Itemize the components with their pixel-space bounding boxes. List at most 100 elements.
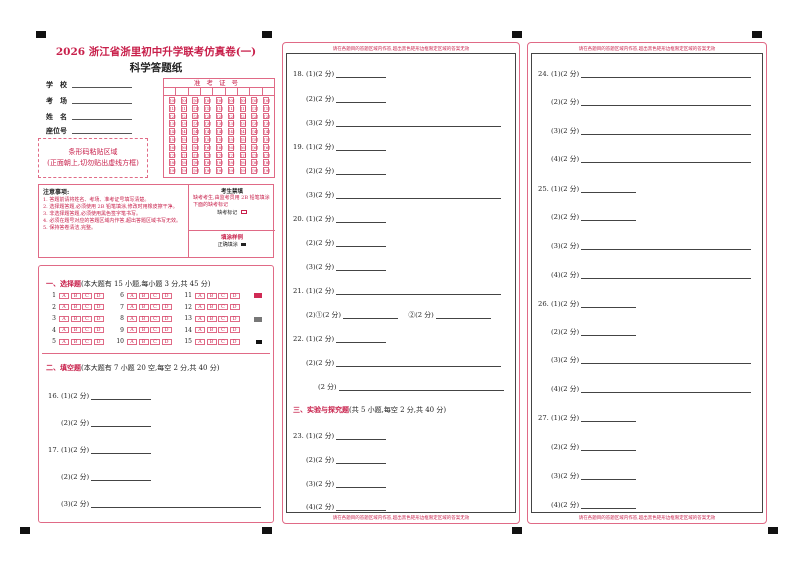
digit-bubble[interactable]: [4] [239,128,247,135]
answer-line[interactable] [336,337,387,343]
mc-option-bubble[interactable]: B [206,315,217,322]
mc-option-bubble[interactable]: C [218,338,228,345]
mc-option-bubble[interactable]: C [218,327,228,333]
mc-option-bubble[interactable]: A [59,304,69,310]
digit-bubble[interactable]: [9] [192,167,200,174]
digit-bubble[interactable]: [7] [239,151,247,159]
digit-bubble[interactable]: [6] [204,143,211,151]
answer-line[interactable] [336,482,387,488]
digit-bubble[interactable]: [8] [216,159,223,167]
mc-option-bubble[interactable]: C [82,304,92,310]
digit-bubble[interactable]: [8] [180,159,188,167]
digit-bubble[interactable]: [5] [180,135,188,143]
answer-line[interactable] [581,302,637,308]
digit-bubble[interactable]: [6] [180,143,188,151]
digit-bubble[interactable]: [8] [251,159,259,167]
mc-option-bubble[interactable]: D [93,338,104,345]
mc-option-bubble[interactable]: B [138,315,149,322]
answer-line[interactable] [336,458,387,464]
answer-line[interactable] [336,72,387,78]
school-field[interactable] [72,80,132,88]
admission-write-cells[interactable] [164,88,274,96]
answer-line[interactable] [336,121,502,127]
digit-bubble[interactable]: [7] [192,151,200,159]
digit-bubble[interactable]: [0] [251,97,259,104]
digit-bubble[interactable]: [3] [239,120,247,128]
mc-option-bubble[interactable]: C [82,315,92,322]
digit-bubble[interactable]: [6] [192,143,200,151]
answer-line[interactable] [581,215,637,221]
digit-bubble[interactable]: [7] [263,151,270,159]
mc-option-bubble[interactable]: D [161,304,172,310]
answer-line[interactable] [336,193,502,199]
digit-bubble[interactable]: [1] [263,104,270,112]
answer-line[interactable] [336,265,387,271]
mc-option-bubble[interactable]: C [150,304,160,310]
digit-bubble[interactable]: [4] [216,128,223,135]
answer-line[interactable] [336,97,387,103]
mc-option-bubble[interactable]: C [150,327,160,333]
digit-bubble[interactable]: [0] [168,97,176,104]
digit-bubble[interactable]: [0] [192,97,200,104]
mc-option-bubble[interactable]: A [59,338,69,345]
digit-bubble[interactable]: [7] [251,151,259,159]
answer-line[interactable] [336,505,387,511]
digit-bubble[interactable]: [8] [192,159,200,167]
digit-bubble[interactable]: [4] [180,128,188,135]
answer-line[interactable] [91,394,152,400]
mc-option-bubble[interactable]: D [229,338,240,345]
mc-option-bubble[interactable]: B [206,327,217,333]
answer-line[interactable] [336,361,502,367]
answer-line[interactable] [581,187,637,193]
digit-bubble[interactable]: [5] [192,135,200,143]
digit-bubble[interactable]: [4] [192,128,200,135]
mc-option-bubble[interactable]: C [218,304,228,310]
missing-mark-box[interactable] [240,210,247,214]
digit-bubble[interactable]: [9] [251,167,259,174]
digit-bubble[interactable]: [4] [251,128,259,135]
digit-bubble[interactable]: [2] [168,112,176,120]
mc-option-bubble[interactable]: C [150,315,160,322]
mc-option-bubble[interactable]: D [229,292,240,299]
mc-option-bubble[interactable]: B [206,304,217,310]
digit-bubble[interactable]: [8] [168,159,176,167]
digit-bubble[interactable]: [9] [216,167,223,174]
digit-bubble[interactable]: [7] [168,151,176,159]
digit-bubble[interactable]: [2] [239,112,247,120]
mc-option-bubble[interactable]: A [59,292,69,299]
digit-bubble[interactable]: [3] [204,120,211,128]
answer-line[interactable] [581,330,637,336]
mc-option-bubble[interactable]: B [70,338,81,345]
mc-option-bubble[interactable]: B [70,304,81,310]
digit-bubble[interactable]: [2] [204,112,211,120]
mc-option-bubble[interactable]: B [70,292,81,299]
answer-line[interactable] [91,475,152,481]
answer-line[interactable] [338,385,504,391]
digit-bubble[interactable]: [9] [227,167,235,174]
mc-option-bubble[interactable]: B [138,304,149,310]
mc-option-bubble[interactable]: D [229,304,240,310]
mc-option-bubble[interactable]: A [195,338,205,345]
answer-line[interactable] [336,169,387,175]
digit-bubble[interactable]: [6] [168,143,176,151]
mc-option-bubble[interactable]: A [127,315,137,322]
digit-bubble[interactable]: [0] [216,97,223,104]
answer-line[interactable] [581,387,752,393]
mc-option-bubble[interactable]: A [127,327,137,333]
digit-bubble[interactable]: [3] [263,120,270,128]
digit-bubble[interactable]: [8] [239,159,247,167]
name-field[interactable] [72,112,132,120]
digit-bubble[interactable]: [3] [227,120,235,128]
digit-bubble[interactable]: [4] [204,128,211,135]
mc-option-bubble[interactable]: A [195,292,205,299]
digit-bubble[interactable]: [6] [216,143,223,151]
digit-bubble[interactable]: [0] [239,97,247,104]
digit-bubble[interactable]: [7] [216,151,223,159]
answer-line[interactable] [336,241,387,247]
answer-line[interactable] [581,416,637,422]
digit-bubble[interactable]: [6] [251,143,259,151]
digit-bubble[interactable]: [5] [263,135,270,143]
mc-option-bubble[interactable]: D [161,338,172,345]
digit-bubble[interactable]: [6] [239,143,247,151]
mc-option-bubble[interactable]: C [150,338,160,345]
